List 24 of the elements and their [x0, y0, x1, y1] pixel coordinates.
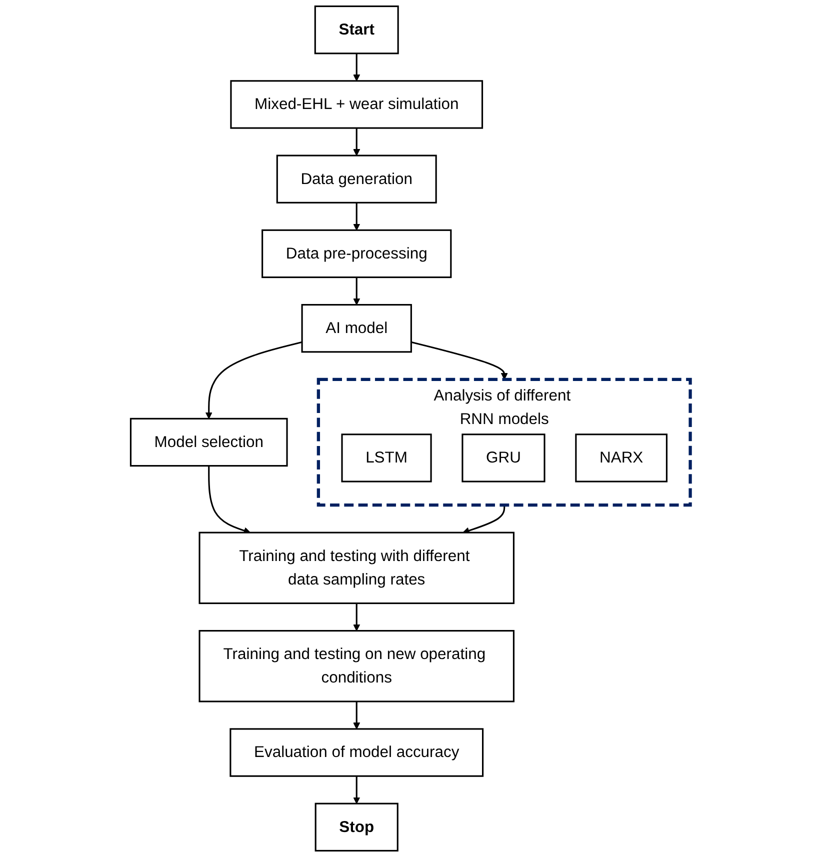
node-box: Training and testing with different data sampling rates	[198, 532, 514, 604]
arrow	[353, 776, 360, 804]
arrow	[205, 341, 302, 419]
arrow	[353, 701, 360, 730]
arrow	[208, 466, 251, 534]
node-box: Training and testing on new operating conditions	[198, 630, 514, 702]
arrow	[410, 341, 508, 380]
arrow	[353, 53, 360, 82]
node-box: GRU	[462, 434, 546, 482]
node-box: Data pre-processing	[262, 229, 452, 278]
node-box: Data generation	[276, 154, 437, 204]
node-box: Stop	[314, 802, 398, 852]
arrow	[353, 603, 360, 632]
arrow	[353, 202, 360, 230]
node-box: NARX	[575, 434, 668, 482]
arrow	[353, 128, 360, 156]
arrow	[462, 505, 506, 534]
node-box: Mixed-EHL + wear simulation	[230, 80, 484, 129]
arrow	[353, 277, 360, 306]
node-box: AI model	[301, 304, 412, 353]
node-box: LSTM	[341, 434, 432, 482]
node-box: Evaluation of model accuracy	[230, 728, 484, 777]
node-box: Start	[314, 6, 399, 54]
node-box: Model selection	[130, 418, 288, 467]
